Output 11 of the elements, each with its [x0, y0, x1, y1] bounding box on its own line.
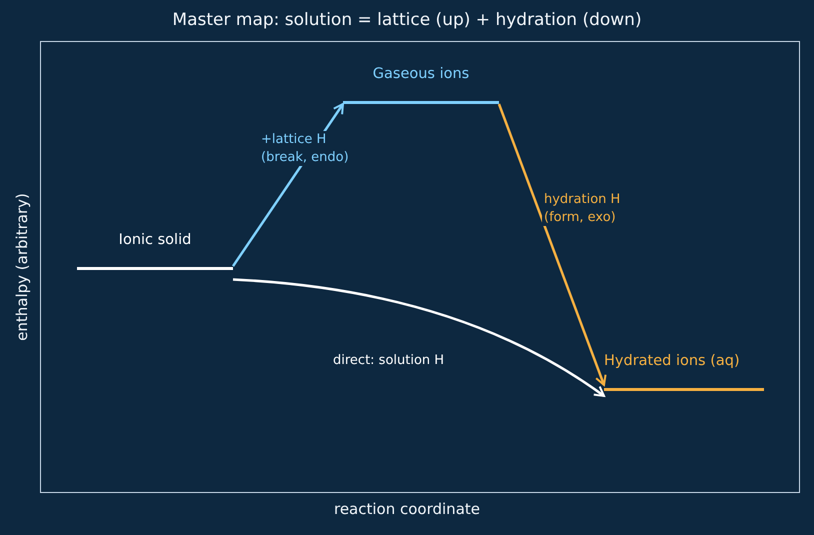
level-label: Hydrated ions (aq) — [604, 353, 740, 369]
energy-level — [604, 353, 764, 391]
energy-level — [343, 66, 499, 104]
arrow — [498, 104, 607, 386]
energy-level — [77, 232, 233, 270]
level-label: Gaseous ions — [372, 66, 470, 82]
arrow — [232, 278, 605, 397]
level-label: Ionic solid — [118, 232, 192, 248]
chart-title: Master map: solution = lattice (up) + hydration (down) — [171, 10, 643, 30]
axis-label: enthalpy (arbitrary) — [13, 193, 31, 341]
axis-label: reaction coordinate — [332, 500, 481, 518]
